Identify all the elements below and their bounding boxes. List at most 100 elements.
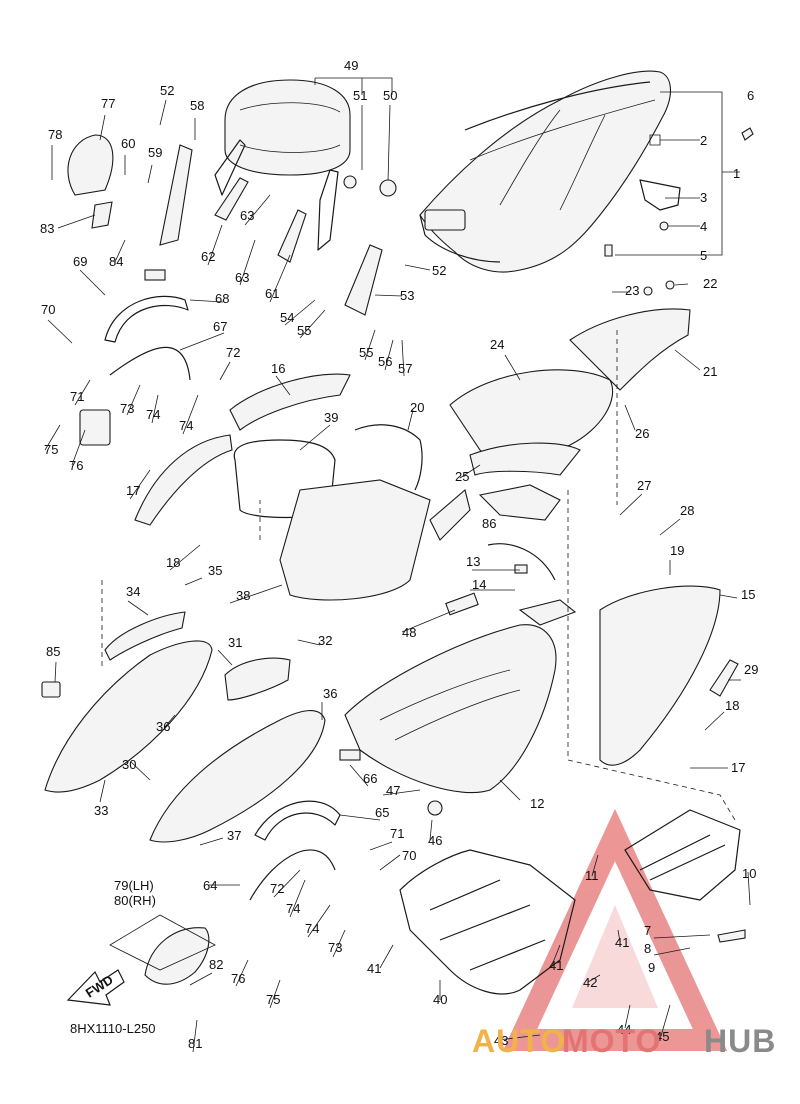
callout-67: 67 <box>213 319 227 334</box>
callout-38: 38 <box>236 588 250 603</box>
callout-13: 13 <box>466 554 480 569</box>
seat-bracket-line <box>615 91 723 256</box>
bolt-6 <box>741 127 754 141</box>
bracket-61 <box>277 209 307 263</box>
callout-12: 12 <box>530 796 544 811</box>
callout-8: 8 <box>644 941 651 956</box>
callout-86: 86 <box>482 516 496 531</box>
callout-24: 24 <box>490 337 504 352</box>
callout-68: 68 <box>215 291 229 306</box>
callout-34: 34 <box>126 584 140 599</box>
cover-16 <box>229 373 351 431</box>
callout-20: 20 <box>410 400 424 415</box>
callout-70-right: 70 <box>402 848 416 863</box>
backrest <box>214 79 351 251</box>
cover-25 <box>469 442 581 476</box>
callout-41-left: 41 <box>367 961 381 976</box>
callout-57: 57 <box>398 361 412 376</box>
callout-65: 65 <box>375 805 389 820</box>
rear-cowl-21 <box>569 308 691 391</box>
callout-39: 39 <box>324 410 338 425</box>
callout-51: 51 <box>353 88 367 103</box>
callout-60: 60 <box>121 136 135 151</box>
watermark-auto: AUTO <box>472 1023 566 1059</box>
frame-40 <box>399 849 576 995</box>
callout-36-right: 36 <box>323 686 337 701</box>
callout-76-left: 76 <box>69 458 83 473</box>
callout-80-rh: 80(RH) <box>114 893 156 908</box>
bracket-75 <box>79 409 111 446</box>
callout-21: 21 <box>703 364 717 379</box>
callout-labels: 1 2 3 4 5 6 7 8 9 10 11 12 13 14 15 16 1… <box>40 58 758 1051</box>
callout-4: 4 <box>700 219 707 234</box>
callout-77: 77 <box>101 96 115 111</box>
nut-4 <box>659 221 669 231</box>
callout-49: 49 <box>344 58 358 73</box>
main-seat <box>419 70 671 273</box>
callout-10: 10 <box>742 866 756 881</box>
cover-86 <box>478 484 561 521</box>
callout-7: 7 <box>644 923 651 938</box>
part-14 <box>514 564 528 574</box>
callout-58: 58 <box>190 98 204 113</box>
cover-77 <box>67 134 114 196</box>
callout-23: 23 <box>625 283 639 298</box>
callout-26: 26 <box>635 426 649 441</box>
grab-bar-68 <box>104 295 189 343</box>
connector-66 <box>339 749 361 761</box>
callout-50: 50 <box>383 88 397 103</box>
seal-20 <box>354 424 423 491</box>
side-cover-33 <box>44 640 213 793</box>
callout-55-top: 55 <box>297 323 311 338</box>
side-cover-15 <box>599 585 721 766</box>
watermark-moto: MOTO <box>562 1023 661 1059</box>
callout-55-bottom: 55 <box>359 345 373 360</box>
bolt-22 <box>665 280 675 290</box>
damper-46 <box>427 800 443 816</box>
callout-28: 28 <box>680 503 694 518</box>
callout-17-right: 17 <box>731 760 745 775</box>
callout-61: 61 <box>265 286 279 301</box>
callout-18-left: 18 <box>166 555 180 570</box>
clip-5 <box>604 244 613 257</box>
bolt-23 <box>643 286 653 296</box>
callout-74-a: 74 <box>146 407 160 422</box>
callout-54: 54 <box>280 310 294 325</box>
callout-42: 42 <box>583 975 597 990</box>
tray-12 <box>344 624 557 794</box>
callout-47: 47 <box>386 783 400 798</box>
callout-37: 37 <box>227 828 241 843</box>
fwd-arrow-icon <box>66 969 125 1006</box>
backrest-knob-50 <box>379 179 397 197</box>
side-piece <box>429 489 471 541</box>
callout-85: 85 <box>46 644 60 659</box>
side-panel-left <box>134 434 233 526</box>
callout-53: 53 <box>400 288 414 303</box>
callout-35: 35 <box>208 563 222 578</box>
callout-52-top: 52 <box>160 83 174 98</box>
grab-bar-65 <box>254 800 341 841</box>
cover-31 <box>224 657 291 701</box>
callout-3: 3 <box>700 190 707 205</box>
backrest-knob-51 <box>343 175 357 189</box>
callout-45: 45 <box>655 1029 669 1044</box>
callout-64: 64 <box>203 878 217 893</box>
callout-78: 78 <box>48 127 62 142</box>
callout-46: 46 <box>428 833 442 848</box>
callout-18-right: 18 <box>725 698 739 713</box>
callout-43: 43 <box>494 1033 508 1048</box>
callout-82: 82 <box>209 957 223 972</box>
callout-52-right: 52 <box>432 263 446 278</box>
callout-48: 48 <box>402 625 416 640</box>
callout-22: 22 <box>703 276 717 291</box>
connector-69 <box>144 269 166 281</box>
callout-17-left: 17 <box>126 483 140 498</box>
callout-73-left: 73 <box>120 401 134 416</box>
callout-59: 59 <box>148 145 162 160</box>
assembly-line-right <box>567 490 736 821</box>
bracket-62 <box>214 177 249 221</box>
callout-5: 5 <box>700 248 707 263</box>
seat-bracket <box>639 179 681 211</box>
grab-bar-67 <box>109 346 191 381</box>
